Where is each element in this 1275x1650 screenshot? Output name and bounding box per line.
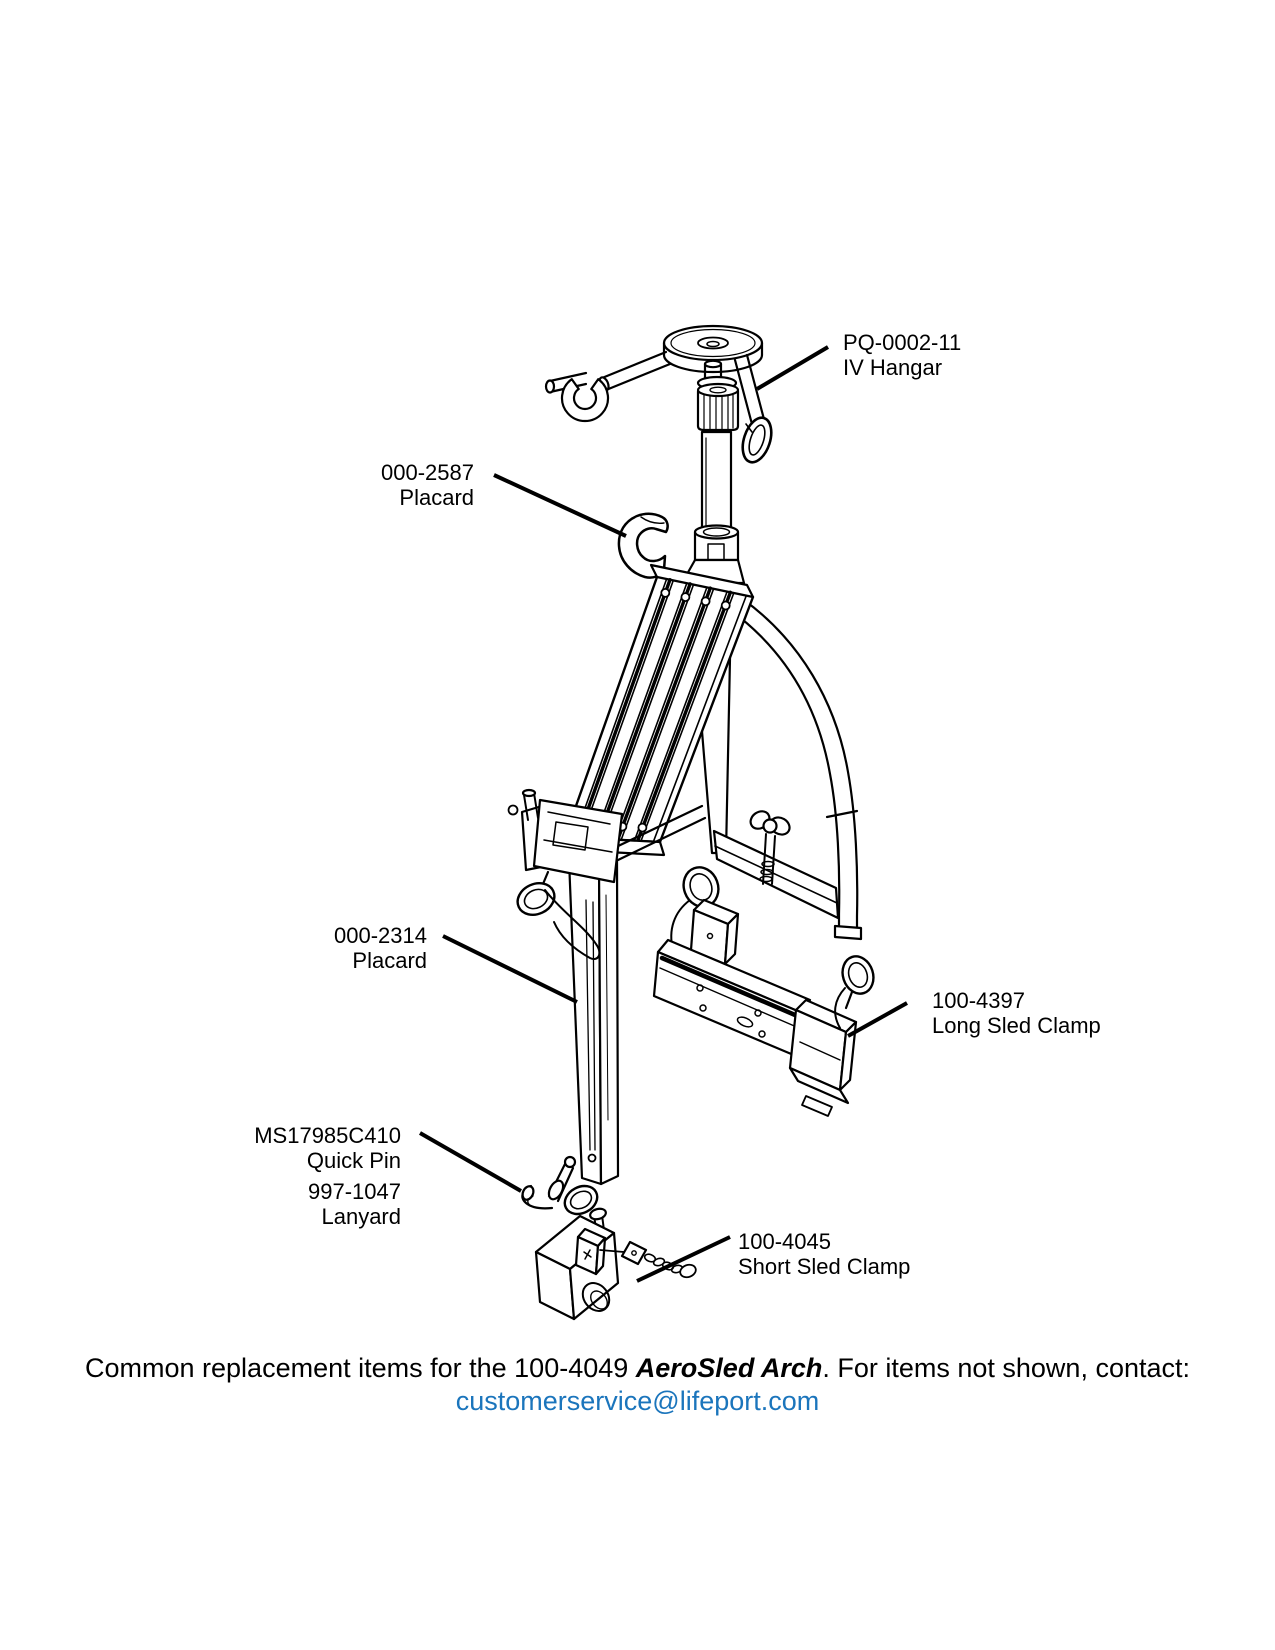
part-number: 100-4045 (738, 1229, 831, 1254)
pivot-bracket-drawing (507, 788, 707, 960)
iv-pole-drawing (680, 430, 746, 585)
part-name: Placard (399, 485, 474, 510)
part-number: MS17985C410 (254, 1123, 401, 1148)
part-name: Quick Pin (306, 1148, 401, 1173)
part-number: 997-1047 (308, 1179, 401, 1204)
caption-prefix: Common replacement items for the 100-404… (85, 1353, 636, 1383)
support-post-drawing (567, 858, 620, 1186)
label-long-sled-clamp: 100-4397 Long Sled Clamp (932, 988, 1101, 1038)
part-name: Long Sled Clamp (932, 1013, 1101, 1038)
label-placard-upper: 000-2587 Placard (381, 460, 474, 510)
part-name: IV Hangar (843, 355, 943, 380)
iv-hangar-drawing (544, 324, 773, 464)
label-lanyard: 997-1047 Lanyard (308, 1179, 401, 1229)
part-number: 000-2587 (381, 460, 474, 485)
label-iv-hangar: PQ-0002-11 IV Hangar (843, 330, 961, 380)
leader-lines (419, 345, 908, 1283)
part-name: Placard (352, 948, 427, 973)
leader-placard-lower (442, 934, 578, 1004)
long-sled-clamp-drawing (652, 866, 875, 1117)
leader-quick-pin (419, 1131, 522, 1193)
wing-screw-drawing (749, 810, 791, 885)
part-name: Lanyard (321, 1204, 401, 1229)
caption-suffix: . For items not shown, contact: (822, 1353, 1190, 1383)
short-sled-clamp-drawing (534, 1207, 697, 1321)
contact-email-link[interactable]: customerservice@lifeport.com (455, 1386, 820, 1416)
placard-upper-drawing (617, 512, 669, 579)
caption-product-name: AeroSled Arch (635, 1353, 823, 1383)
leader-placard-upper (493, 473, 627, 538)
caption: Common replacement items for the 100-404… (0, 1352, 1275, 1418)
label-quick-pin: MS17985C410 Quick Pin (254, 1123, 401, 1173)
part-number: PQ-0002-11 (843, 330, 962, 355)
caption-text: Common replacement items for the 100-404… (0, 1352, 1275, 1385)
label-placard-lower: 000-2314 Placard (334, 923, 427, 973)
quick-pin-lanyard-drawing (521, 1155, 599, 1216)
leader-iv-hangar (755, 345, 830, 391)
part-number: 100-4397 (932, 988, 1025, 1013)
contact-email-line: customerservice@lifeport.com (0, 1385, 1275, 1418)
part-number: 000-2314 (334, 923, 427, 948)
part-name: Short Sled Clamp (738, 1254, 911, 1279)
label-short-sled-clamp: 100-4045 Short Sled Clamp (738, 1229, 910, 1279)
leader-long-sled-clamp (847, 1001, 908, 1038)
leader-short-sled-clamp (636, 1235, 731, 1283)
